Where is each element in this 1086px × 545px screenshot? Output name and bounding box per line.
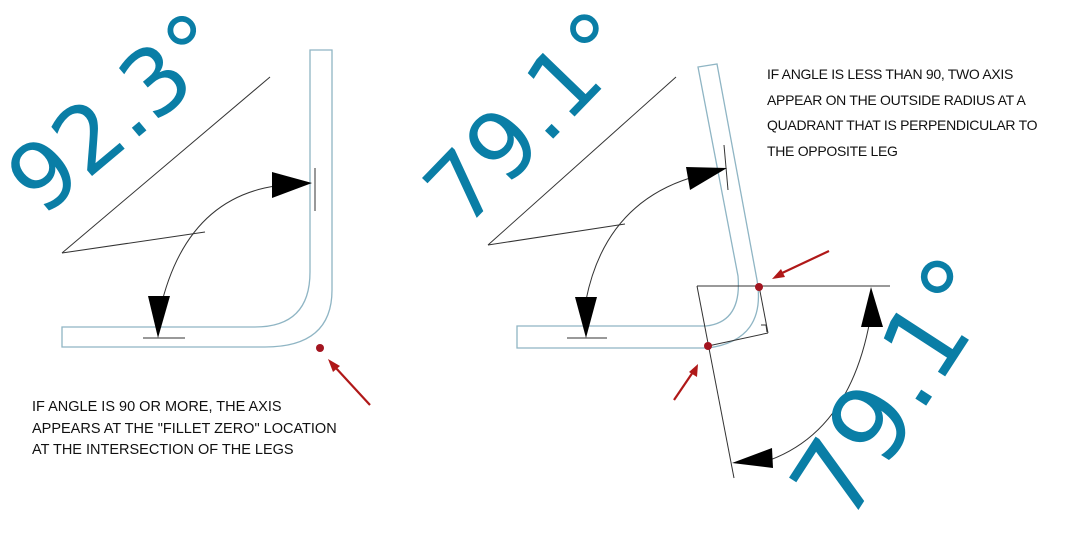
note-line: APPEAR ON THE OUTSIDE RADIUS AT A xyxy=(767,91,1026,108)
note-line: IF ANGLE IS LESS THAN 90, TWO AXIS xyxy=(767,66,1014,82)
arrowhead-icon xyxy=(272,172,312,198)
arrowhead-icon xyxy=(732,448,773,468)
dimension-leader xyxy=(487,76,677,246)
fillet-zero-marker xyxy=(316,344,324,352)
note-line: QUADRANT THAT IS PERPENDICULAR TO xyxy=(767,117,1038,133)
pointer-arrow xyxy=(673,364,698,401)
note-line: IF ANGLE IS 90 OR MORE, THE AXIS xyxy=(32,399,282,415)
extension-tick xyxy=(723,144,729,191)
left-dimension xyxy=(61,76,316,339)
dimension-leader xyxy=(61,231,206,254)
left-bent-part xyxy=(61,49,333,348)
right-bent-part xyxy=(516,63,760,349)
dimension-arc xyxy=(159,185,276,311)
right-angle-mark xyxy=(761,324,768,333)
right-dimension xyxy=(487,76,890,479)
axis-marker xyxy=(704,342,712,350)
arrowhead-icon xyxy=(686,167,727,190)
dimension-arc xyxy=(585,177,691,301)
dimension-leader xyxy=(487,223,626,246)
left-note: IF ANGLE IS 90 OR MORE, THE AXIS APPEARS… xyxy=(32,397,337,462)
note-line: THE OPPOSITE LEG xyxy=(767,142,898,159)
arrowhead-icon xyxy=(575,297,597,338)
arrowhead-icon xyxy=(861,287,883,327)
perpendicular-line xyxy=(707,332,769,347)
dimension-arc xyxy=(769,319,871,461)
note-line: APPEARS AT THE "FILLET ZERO" LOCATION xyxy=(32,420,337,437)
axis-marker xyxy=(755,283,763,291)
pointer-arrow xyxy=(328,359,371,406)
dimension-leader xyxy=(61,76,271,254)
axis-line xyxy=(696,285,735,479)
note-line: AT THE INTERSECTION OF THE LEGS xyxy=(32,442,294,458)
right-angle-label-bottom: 79.1° xyxy=(767,235,1024,539)
left-angle-label: 92.3° xyxy=(0,0,248,235)
arrowhead-icon xyxy=(148,296,170,338)
pointer-arrow xyxy=(772,250,830,279)
perpendicular-line xyxy=(758,285,769,334)
right-note: IF ANGLE IS LESS THAN 90, TWO AXIS APPEA… xyxy=(767,62,1037,164)
